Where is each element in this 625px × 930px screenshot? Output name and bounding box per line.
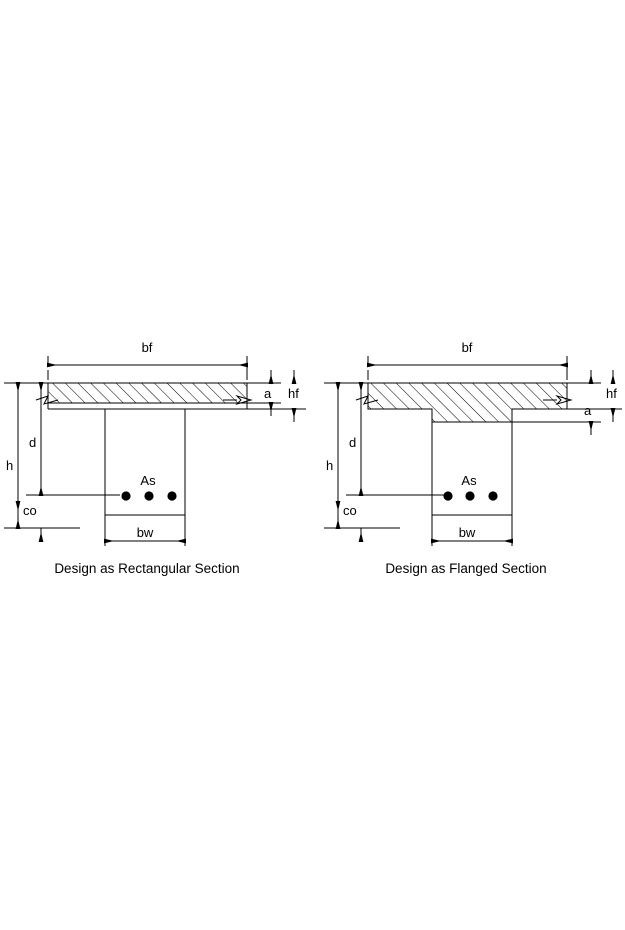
label-d-rect: d (29, 435, 36, 450)
label-co-rect: co (23, 503, 37, 518)
break-symbol-right-rect (223, 394, 253, 406)
label-d-flanged: d (349, 435, 356, 450)
label-co-flanged: co (343, 503, 357, 518)
panel-flanged-section: bf a hf h d (324, 340, 622, 576)
dimension-bf-rect: bf (47, 340, 248, 380)
label-a-rect: a (264, 386, 272, 401)
reinforcement-bars-rect (121, 491, 177, 501)
caption-flanged-section: Design as Flanged Section (385, 561, 546, 576)
label-hf-rect: hf (288, 386, 299, 401)
compression-block-hatch-rect (47, 382, 248, 404)
dimension-bw-rect: bw (104, 515, 186, 546)
dimension-co-flanged: co (335, 501, 364, 542)
panel-rectangular-section: bf a hf h d (4, 340, 306, 576)
dimension-co-rect: co (15, 501, 44, 542)
reinforcement-bars-flanged (443, 491, 498, 501)
beam-outline-flanged (367, 382, 568, 516)
label-bf-rect: bf (142, 340, 153, 355)
dimension-hf-rect: hf (247, 370, 306, 422)
dimension-a-rect: a (247, 370, 281, 416)
label-h-flanged: h (326, 458, 333, 473)
label-bw-flanged: bw (459, 525, 476, 540)
caption-rectangular-section: Design as Rectangular Section (54, 561, 239, 576)
dimension-a-flanged: a (512, 370, 601, 435)
dimension-hf-flanged: hf (567, 370, 622, 422)
label-hf-flanged: hf (606, 386, 617, 401)
dimension-bw-flanged: bw (431, 515, 513, 546)
label-a-flanged: a (584, 403, 592, 418)
label-h-rect: h (6, 458, 13, 473)
label-as-rect: As (140, 473, 156, 488)
break-symbol-right-flanged (543, 394, 573, 406)
label-bw-rect: bw (137, 525, 154, 540)
dimension-d-rect: d (26, 382, 120, 496)
label-bf-flanged: bf (462, 340, 473, 355)
dimension-bf-flanged: bf (367, 340, 568, 380)
dimension-d-flanged: d (346, 382, 447, 496)
label-as-flanged: As (461, 473, 477, 488)
